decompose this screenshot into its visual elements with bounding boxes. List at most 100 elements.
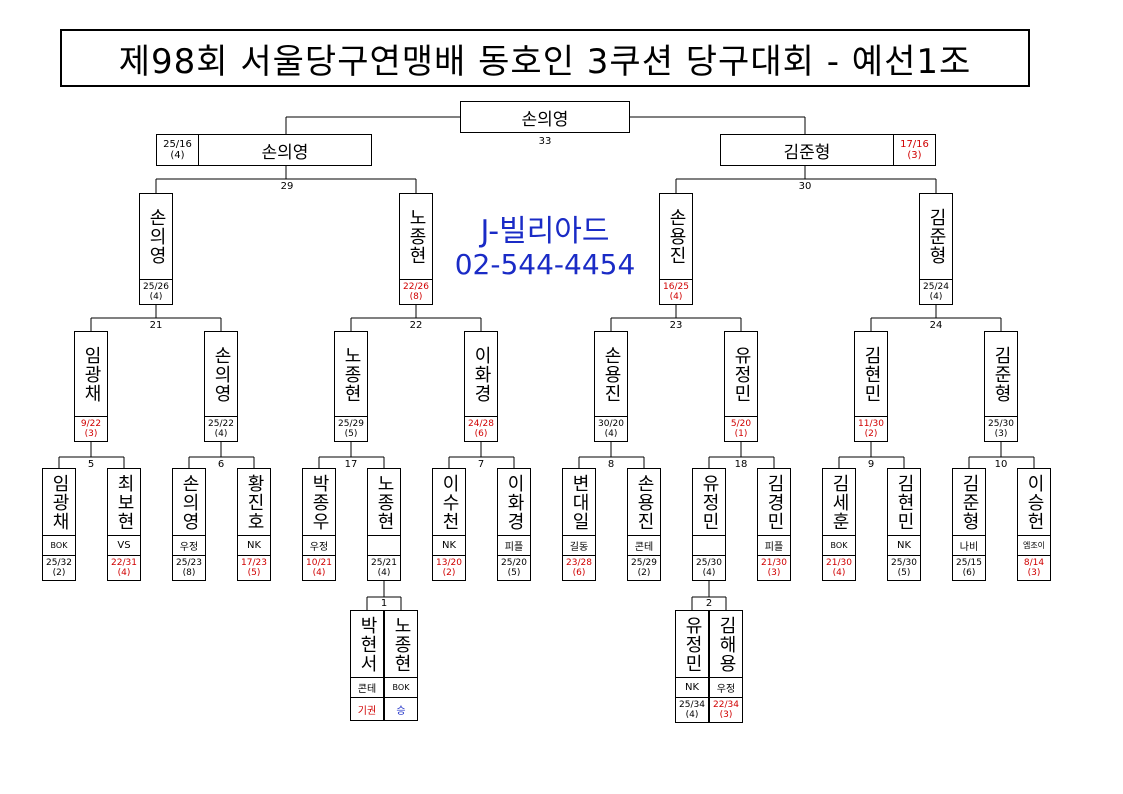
player-name-box: 황진호 bbox=[237, 468, 271, 536]
rank-value: (8) bbox=[409, 292, 423, 302]
rank-value: (5) bbox=[507, 568, 521, 578]
score-cell: 22/31(4) bbox=[107, 555, 141, 581]
club-cell: BOK bbox=[384, 677, 418, 698]
semi-right-rank: (3) bbox=[907, 150, 922, 161]
player-name: 노종현 bbox=[374, 473, 395, 531]
rank-value: (2) bbox=[52, 568, 66, 578]
player-name-box: 김경민 bbox=[757, 468, 791, 536]
score-cell: 16/25(4) bbox=[659, 279, 693, 305]
club-name: 콘테 bbox=[357, 684, 377, 695]
match-number: 9 bbox=[867, 459, 875, 470]
semi-left-match-number: 29 bbox=[280, 181, 294, 192]
score-cell: 25/29(5) bbox=[334, 416, 368, 442]
score-value: 10/21 bbox=[306, 558, 332, 568]
player-name: 이수천 bbox=[439, 473, 460, 531]
tournament-title: 제98회 서울당구연맹배 동호인 3쿠션 당구대회 - 예선1조 bbox=[60, 29, 1030, 87]
score-cell: 24/28(6) bbox=[464, 416, 498, 442]
score-value: 13/20 bbox=[436, 558, 462, 568]
score-value: 17/23 bbox=[241, 558, 267, 568]
player-name: 김해용 bbox=[716, 615, 737, 673]
score-value: 25/15 bbox=[956, 558, 982, 568]
score-cell: 25/26(4) bbox=[139, 279, 173, 305]
rank-value: (4) bbox=[149, 292, 163, 302]
club-name: 우정 bbox=[716, 684, 736, 695]
rank-value: (4) bbox=[117, 568, 131, 578]
score-cell: 21/30(3) bbox=[757, 555, 791, 581]
match-number: 1 bbox=[380, 598, 388, 609]
match-number: 10 bbox=[994, 459, 1008, 470]
player-name: 유정민 bbox=[682, 615, 703, 673]
rank-value: (4) bbox=[669, 292, 683, 302]
player-name-box: 김준형 bbox=[952, 468, 986, 536]
club-cell: BOK bbox=[42, 535, 76, 556]
sponsor-phone: 02-544-4454 bbox=[454, 248, 636, 281]
score-value: 25/22 bbox=[208, 419, 234, 429]
score-value: 11/30 bbox=[858, 419, 884, 429]
player-name-box: 유정민 bbox=[692, 468, 726, 536]
score-value: 21/30 bbox=[761, 558, 787, 568]
score-cell: 25/29(2) bbox=[627, 555, 661, 581]
semi-right-match-number: 30 bbox=[798, 181, 812, 192]
player-name: 김준형 bbox=[991, 345, 1012, 403]
sponsor-name: J-빌리아드 bbox=[480, 214, 610, 249]
player-name-box: 노종현 bbox=[384, 610, 418, 678]
player-name: 박종우 bbox=[309, 473, 330, 531]
player-name: 김경민 bbox=[764, 473, 785, 531]
quarter-card: 손의영 25/26(4) bbox=[139, 193, 173, 305]
match-number: 2 bbox=[705, 598, 713, 609]
player-name: 이승헌 bbox=[1024, 473, 1045, 531]
club-name: NK bbox=[441, 540, 457, 551]
score-value: 25/34 bbox=[679, 700, 705, 710]
player-name: 김준형 bbox=[926, 208, 947, 265]
rank-value: (3) bbox=[994, 429, 1008, 439]
rank-value: (2) bbox=[864, 429, 878, 439]
player-name: 손용진 bbox=[601, 345, 622, 403]
club-cell: BOK bbox=[822, 535, 856, 556]
club-cell: 콘테 bbox=[627, 535, 661, 556]
player-name: 손의영 bbox=[146, 208, 167, 265]
player-name-box: 임광채 bbox=[42, 468, 76, 536]
score-value: 25/26 bbox=[143, 282, 169, 292]
score-value: 25/29 bbox=[631, 558, 657, 568]
club-name: 피플 bbox=[504, 542, 524, 553]
club-name: 나비 bbox=[959, 542, 979, 553]
player-name-box: 최보현 bbox=[107, 468, 141, 536]
club-cell: NK bbox=[237, 535, 271, 556]
score-value: 16/25 bbox=[663, 282, 689, 292]
club-name: BOK bbox=[830, 541, 848, 550]
semi-left-rank: (4) bbox=[170, 150, 185, 161]
player-name-box: 박현서 bbox=[350, 610, 384, 678]
rank-value: (5) bbox=[344, 429, 358, 439]
score-value: 22/34 bbox=[713, 700, 739, 710]
match-number: 5 bbox=[87, 459, 95, 470]
score-cell: 25/15(6) bbox=[952, 555, 986, 581]
match-number: 8 bbox=[607, 459, 615, 470]
player-name-box: 김세훈 bbox=[822, 468, 856, 536]
final-winner-name: 손의영 bbox=[521, 109, 569, 130]
player-name-box: 이화경 bbox=[497, 468, 531, 536]
rank-value: (4) bbox=[312, 568, 326, 578]
score-cell: 25/34(4) bbox=[675, 697, 709, 723]
score-value: 23/28 bbox=[566, 558, 592, 568]
player-name-box: 손의영 bbox=[172, 468, 206, 536]
rank-value: (4) bbox=[702, 568, 716, 578]
match-number: 22 bbox=[409, 320, 423, 331]
score-value: 25/23 bbox=[176, 558, 202, 568]
